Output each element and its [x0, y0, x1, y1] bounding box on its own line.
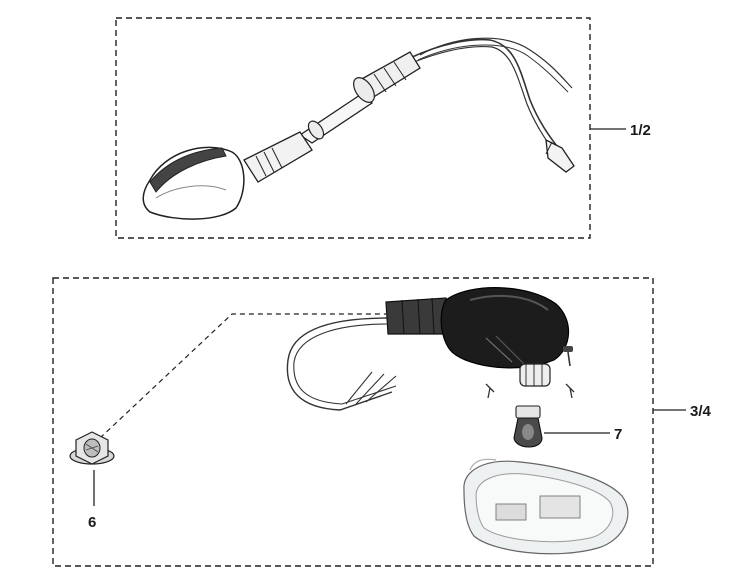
nut-assembly-leader [99, 313, 386, 439]
flange-nut [69, 431, 115, 465]
small-screws [485, 346, 575, 399]
turn-signal-assembly-upper [142, 37, 575, 220]
bulb [513, 405, 543, 448]
callout-label-1-2: 1/2 [630, 122, 651, 139]
upper-group-dashed-frame [115, 17, 591, 239]
clear-lens [463, 458, 629, 555]
callout-label-6: 6 [88, 514, 96, 531]
callout-label-7: 7 [614, 426, 622, 443]
turn-signal-housing-lower [286, 287, 570, 411]
lower-group-dashed-frame [52, 277, 654, 567]
callout-label-3-4: 3/4 [690, 403, 712, 420]
